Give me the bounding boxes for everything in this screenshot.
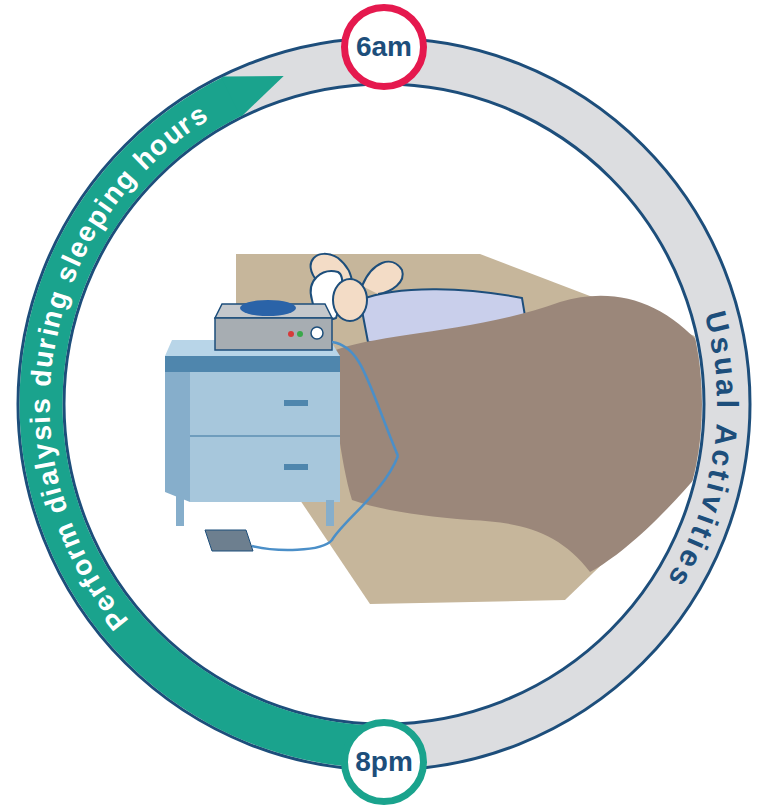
nightstand-leg [176,496,184,526]
text-glyph: i [34,326,63,339]
time-circle: 6am [341,4,427,90]
text-glyph: f [76,570,105,592]
machine-lid [240,300,296,316]
text-glyph [27,388,55,397]
text-glyph: s [663,562,697,592]
text-glyph: o [142,130,173,162]
text-glyph: t [704,467,735,483]
machine-light [297,331,303,337]
text-glyph: r [32,336,61,352]
text-glyph: r [61,543,91,565]
machine-knob [311,327,323,339]
text-glyph: y [29,442,59,461]
nightstand-leg [326,500,334,526]
text-glyph: u [157,118,188,151]
time-label: 8pm [355,746,413,778]
drain-bag [205,530,253,551]
text-glyph: i [701,480,732,495]
ring-outline [64,84,704,724]
dialysis-tube [332,342,398,456]
nightstand-side [165,372,190,502]
bed-scene [165,254,702,604]
text-glyph: r [82,579,111,603]
text-glyph: e [673,544,707,572]
text-glyph: l [58,252,87,271]
text-glyph: n [96,179,129,210]
text-glyph: e [70,220,102,247]
text-glyph: i [90,195,117,218]
text-glyph: a [711,378,742,396]
text-glyph: e [89,589,121,618]
text-glyph [47,278,76,295]
text-glyph: p [80,203,113,233]
text-glyph: i [692,511,723,529]
machine-front [215,318,332,350]
nightstand-edge [165,356,340,372]
text-glyph: i [27,415,55,424]
time-label: 6am [356,31,412,63]
ring-fill [18,38,750,770]
shape-group [20,76,384,769]
text-glyph: s [705,334,737,356]
text-glyph: g [41,288,73,313]
nightstand-front [190,372,340,502]
bed-blanket [330,296,702,572]
band-fill [20,76,384,768]
drawer-handle [284,464,308,470]
text-glyph: v [695,492,729,517]
text-glyph: l [712,400,742,408]
text-glyph: m [50,519,85,553]
text-glyph: A [710,423,742,447]
text-glyph: u [709,355,741,377]
text-glyph: s [27,398,55,414]
text-glyph: r [172,110,197,139]
time-circle: 8pm [341,719,427,805]
text-glyph: i [38,484,67,499]
text-glyph: o [67,554,100,582]
text-glyph: g [108,164,140,195]
patient-face [333,279,367,321]
text-glyph: t [687,522,719,542]
shape-group [18,38,750,770]
text-glyph: h [128,143,160,175]
patient-arm [362,262,403,294]
text-glyph: s [183,100,211,132]
text-glyph: e [62,236,94,263]
drawer-line [190,435,340,437]
text-glyph: U [700,308,734,336]
text-glyph: l [32,458,61,471]
text-glyph: i [682,534,713,554]
text-glyph: s [50,262,82,287]
text-glyph: d [40,493,72,518]
text-glyph [46,511,75,528]
dialysis-tube [252,456,398,550]
text-glyph: P [100,603,134,635]
text-glyph [712,411,742,420]
text-glyph: s [27,425,56,443]
text-glyph: d [27,368,56,387]
ring-outline [18,38,750,770]
text-glyph: a [34,468,65,489]
text-glyph: n [36,307,67,331]
text-glyph: u [29,349,59,370]
text-glyph: c [706,448,738,469]
drawer-handle [284,400,308,406]
text-glyph [121,157,147,182]
inner-disc [64,84,704,724]
band-arrowhead [221,76,283,116]
machine-light [288,331,294,337]
